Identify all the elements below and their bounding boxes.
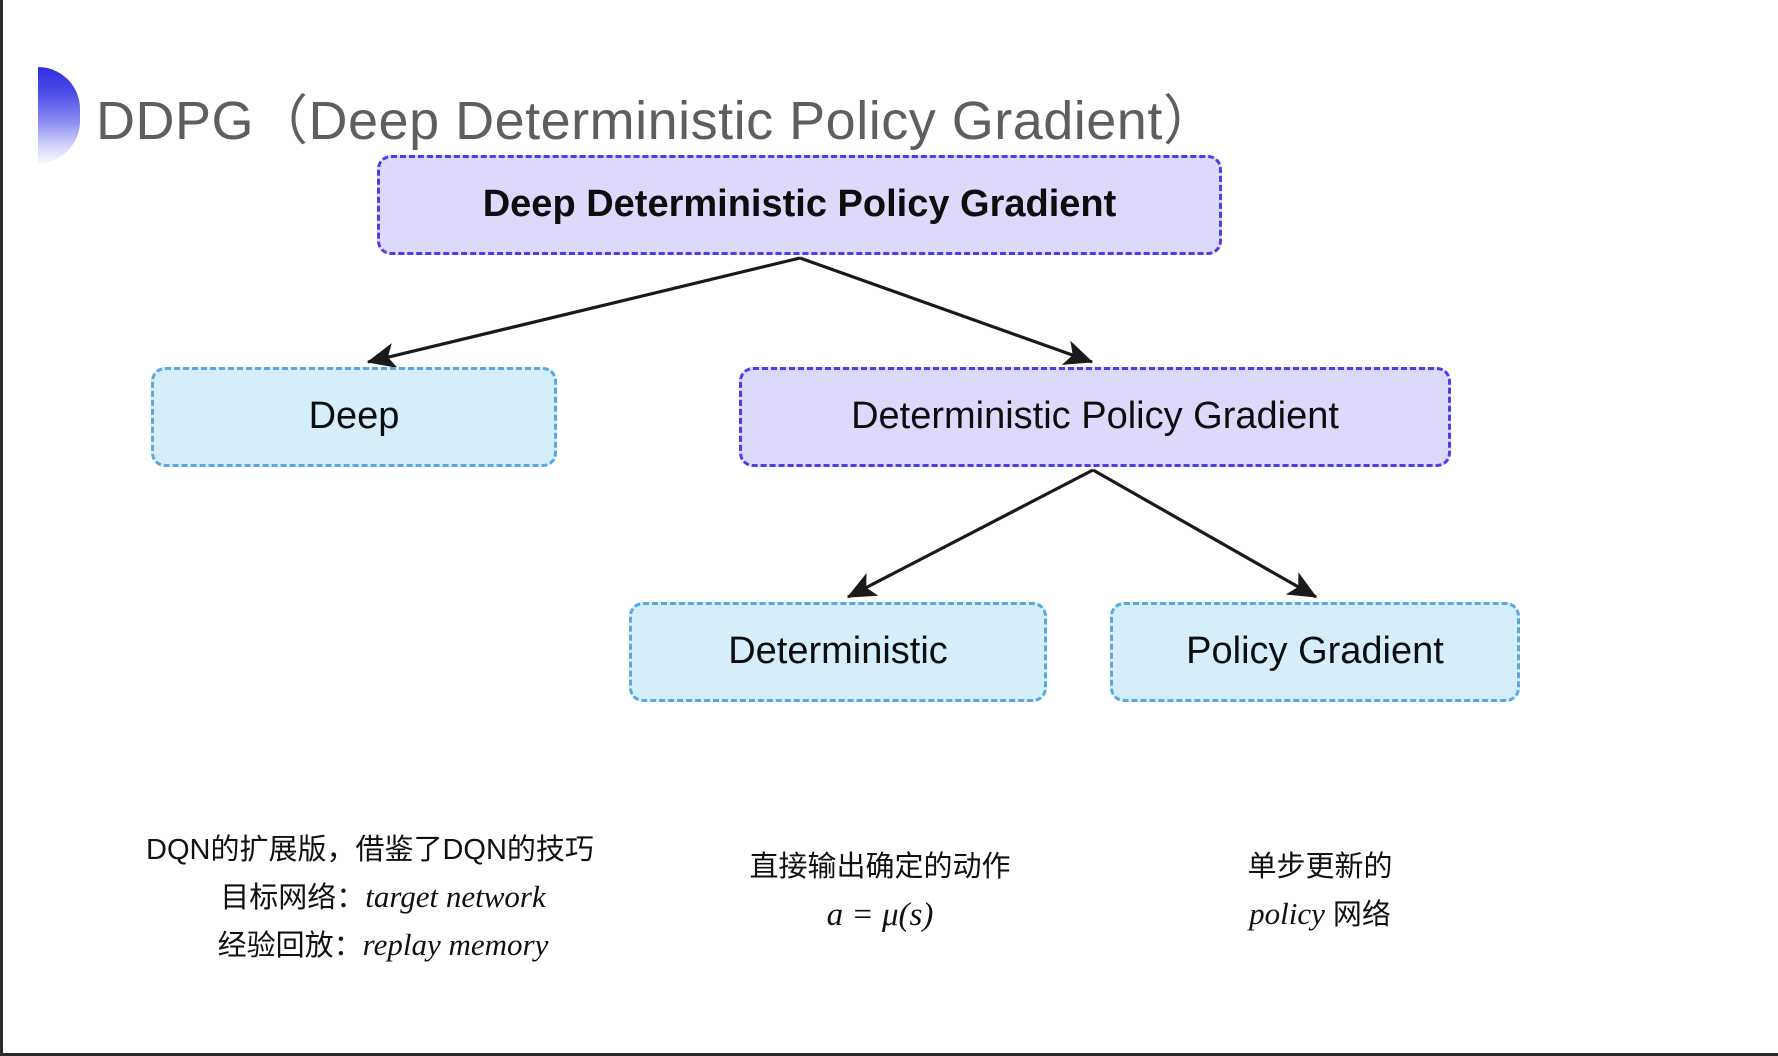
edge-dpg-to-deterministic — [846, 468, 1094, 599]
annotation-policy-gradient-line1: 单步更新的 — [1247, 851, 1393, 883]
node-label: Deterministic — [728, 630, 948, 673]
node-deep[interactable]: Deep — [151, 367, 557, 467]
annotation-policy-gradient-line2: policy 网络 — [1150, 890, 1490, 938]
slide-bottom-edge-rule — [0, 1053, 1778, 1056]
node-deterministic[interactable]: Deterministic — [629, 602, 1047, 702]
page-title-text: DDPG（Deep Deterministic Policy Gradient） — [96, 90, 1218, 151]
node-deterministic-policy-gradient[interactable]: Deterministic Policy Gradient — [739, 367, 1451, 467]
node-label: Deterministic Policy Gradient — [851, 395, 1339, 438]
node-label: Deep Deterministic Policy Gradient — [482, 183, 1117, 226]
node-policy-gradient[interactable]: Policy Gradient — [1110, 602, 1520, 702]
edge-dpg-to-policy-gradient — [1092, 468, 1318, 599]
annotation-deep: DQN的扩展版，借鉴了DQN的技巧 目标网络：target network 经验… — [110, 828, 630, 969]
node-deep-deterministic-policy-gradient[interactable]: Deep Deterministic Policy Gradient — [377, 155, 1222, 255]
node-label: Deep — [308, 395, 400, 438]
annotation-deep-line2-label: 目标网络： — [220, 881, 366, 914]
annotation-deterministic-line1: 直接输出确定的动作 — [749, 851, 1011, 883]
annotation-deep-line2: 目标网络：target network — [110, 873, 630, 921]
annotation-deep-line1: DQN的扩展版，借鉴了DQN的技巧 — [146, 834, 594, 866]
annotation-policy-gradient: 单步更新的 policy 网络 — [1150, 845, 1490, 938]
half-circle-gradient-icon — [38, 67, 80, 163]
annotation-policy-gradient-suffix: 网络 — [1324, 898, 1391, 931]
annotation-deep-line3: 经验回放：replay memory — [110, 921, 630, 969]
edge-root-to-dpg — [799, 256, 1094, 365]
annotation-deterministic-formula: a = μ(s) — [826, 896, 934, 933]
annotation-deterministic: 直接输出确定的动作 a = μ(s) — [680, 845, 1080, 941]
annotation-deep-line3-label: 经验回放： — [217, 929, 363, 962]
annotation-policy-gradient-term: policy — [1249, 895, 1325, 931]
node-label: Policy Gradient — [1186, 630, 1444, 673]
slide-left-edge-rule — [0, 0, 3, 1056]
annotation-deep-line2-term: target network — [365, 878, 546, 914]
annotation-deep-line3-term: replay memory — [362, 926, 549, 962]
page-title: DDPG（Deep Deterministic Policy Gradient） — [38, 60, 1217, 170]
edge-root-to-deep — [366, 256, 801, 369]
